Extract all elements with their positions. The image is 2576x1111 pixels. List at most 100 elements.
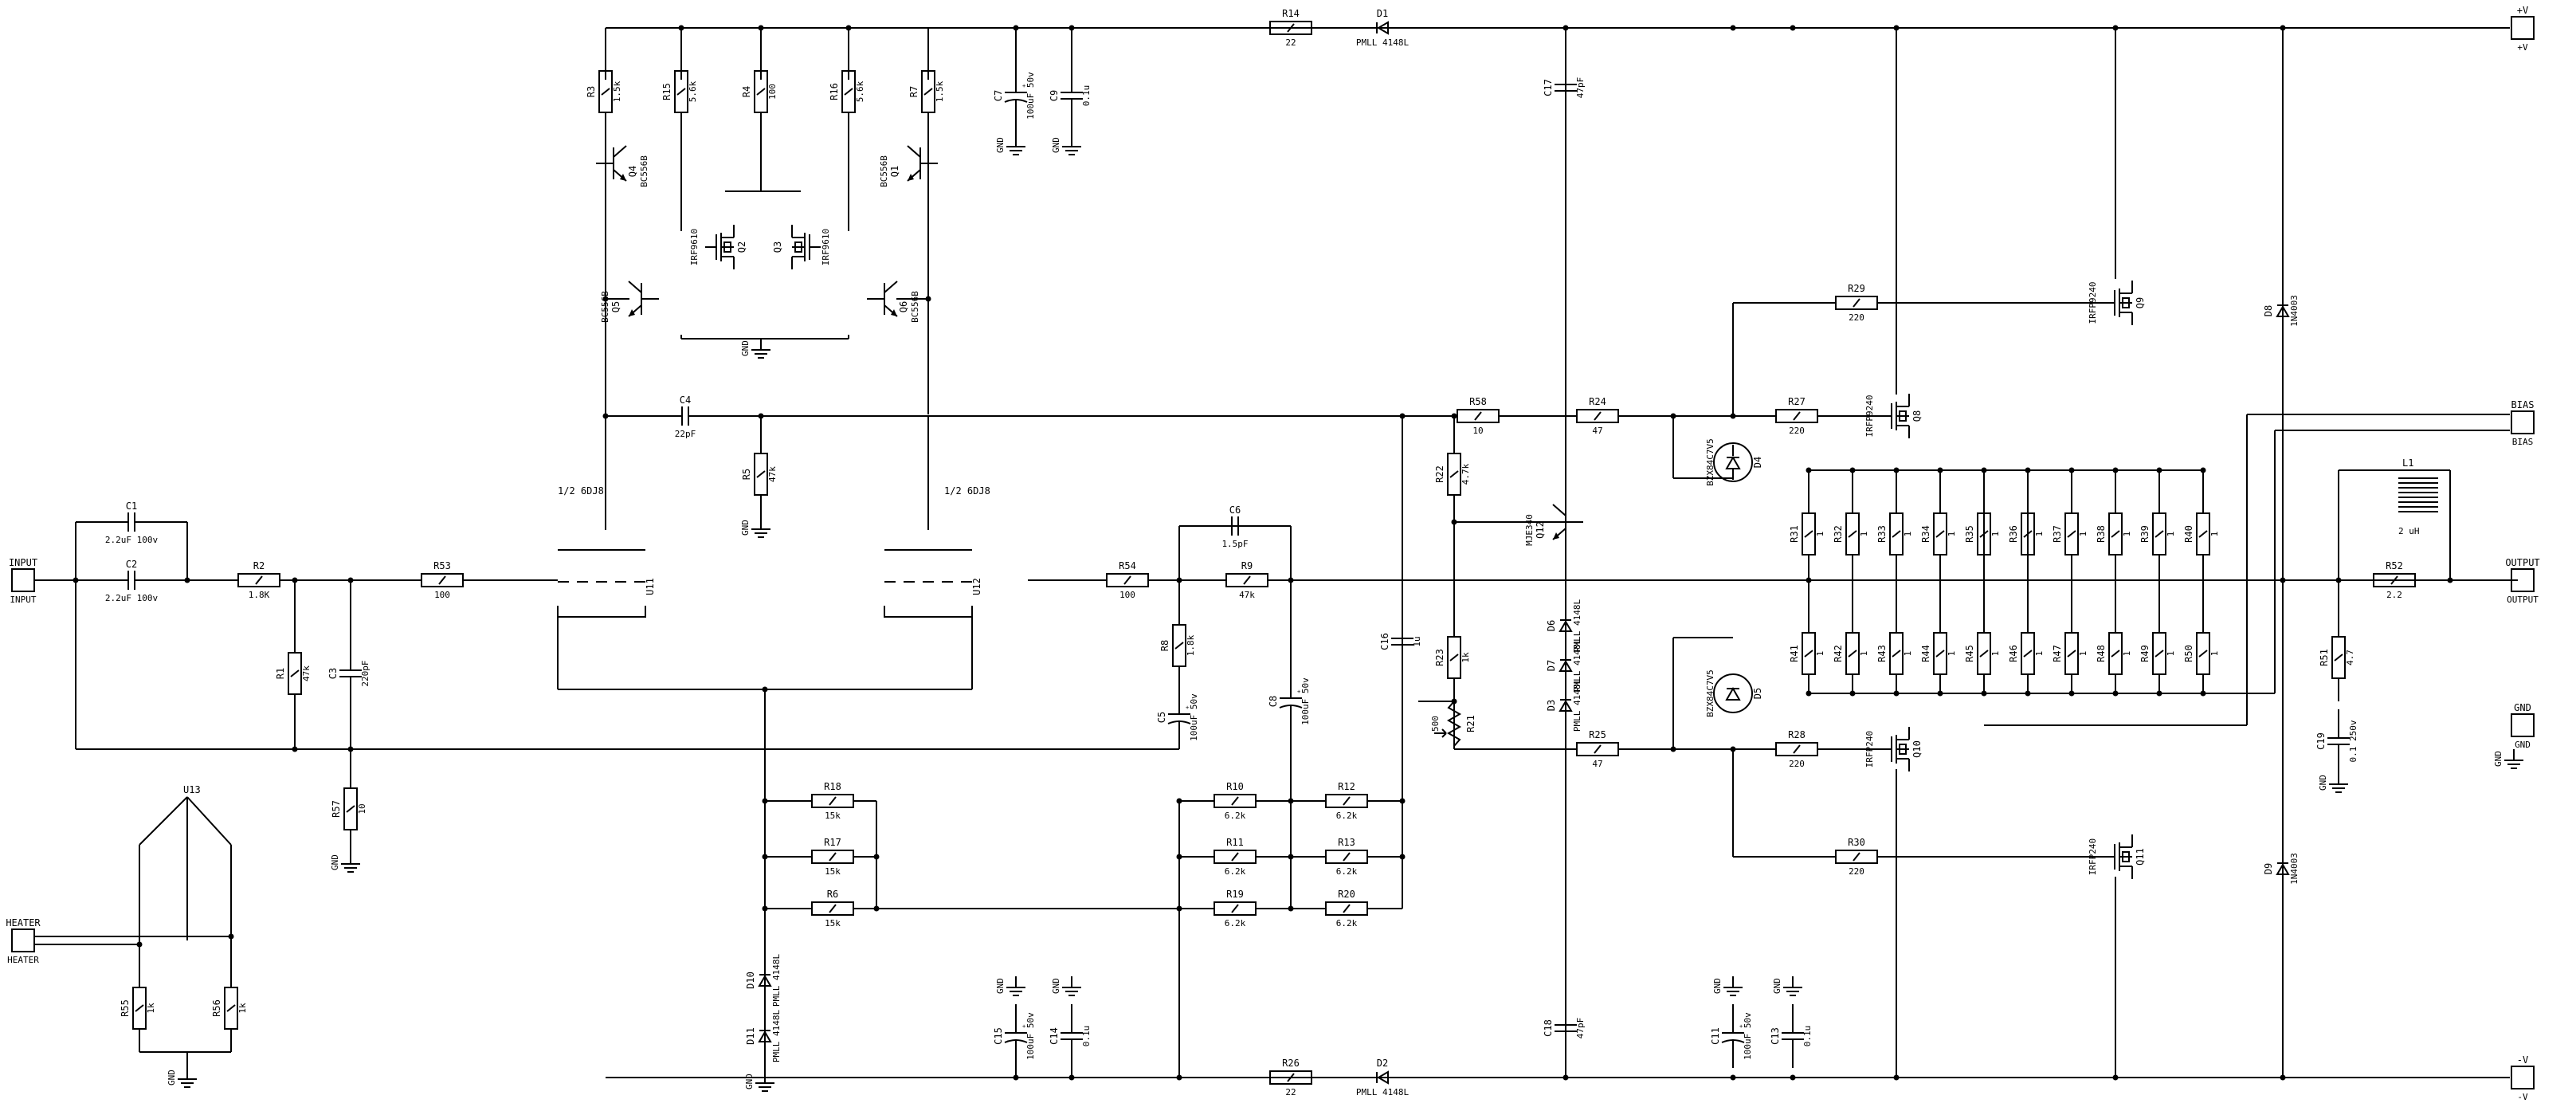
resistor-r47 [2064, 614, 2079, 693]
gnd-label: GND [1772, 978, 1782, 994]
junction-dot [925, 296, 931, 302]
resistor-r39 [2152, 494, 2166, 574]
label-r31: R31 [1789, 525, 1800, 543]
resistor-r26 [1223, 1070, 1359, 1085]
label-d10: D10 [745, 972, 756, 989]
resistor-r13 [1291, 850, 1402, 864]
label-v-r1: 47k [301, 665, 312, 681]
ground-symbol [2329, 773, 2348, 793]
label-v-pwr: 1 [1903, 532, 1913, 537]
label-v-pwr: 1 [2122, 651, 2132, 657]
junction-dot [1893, 1074, 1900, 1081]
label-v-c9: 0.1u [1081, 85, 1092, 107]
label-v-r7: 1.5k [935, 80, 945, 102]
label-r48: R48 [2096, 645, 2107, 662]
junction-dot [2200, 467, 2206, 473]
capacitor-c14 [1061, 1004, 1083, 1068]
resistor-r51 [2331, 614, 2346, 701]
ground-symbol [1006, 976, 1025, 996]
capacitor-c6 [1179, 516, 1291, 536]
junction-dot [1981, 467, 1987, 473]
label-q6: Q6 [898, 301, 909, 312]
label-u11: U11 [645, 578, 656, 595]
resistor-r10 [1179, 794, 1291, 808]
label-v-d4: BZX84C7V5 [1705, 438, 1715, 486]
label-v-r25: 47 [1592, 759, 1602, 769]
label-v-c19: 0.1 250v [2348, 720, 2358, 762]
junction-dot [1562, 1074, 1569, 1081]
resistor-r37 [2064, 494, 2079, 574]
label-r58: R58 [1469, 396, 1487, 407]
ground-symbol [755, 1072, 774, 1092]
resistor-r35 [1977, 494, 1991, 574]
resistor-r40 [2196, 494, 2210, 574]
label-v-r23: 1k [1461, 652, 1471, 663]
junction-dot [2068, 467, 2075, 473]
mosfet-q8 [1880, 394, 1910, 438]
label-r27: R27 [1788, 396, 1806, 407]
label-v-r52: 2.2 [2386, 590, 2402, 600]
label-v-pwr: 1 [1815, 651, 1825, 657]
label-v-r9: 47k [1239, 590, 1255, 600]
label-r54: R54 [1119, 560, 1136, 571]
label-r22: R22 [1434, 465, 1445, 483]
label-d1: D1 [1377, 8, 1388, 19]
label-v-q10: IRFP240 [1864, 731, 1875, 767]
label-r10: R10 [1226, 781, 1244, 792]
label-q1: Q1 [889, 166, 900, 177]
mosfet-q2 [705, 225, 735, 269]
junction-dot [1806, 467, 1812, 473]
gnd-label: GND [2318, 775, 2328, 791]
label-r28: R28 [1788, 729, 1806, 740]
label-v-r19: 6.2k [1225, 918, 1246, 928]
resistor-r55 [132, 964, 147, 1052]
junction-dot [1068, 25, 1075, 31]
diode-d7 [1559, 646, 1573, 685]
label-c7: C7 [993, 90, 1004, 101]
resistor-r12 [1291, 794, 1402, 808]
label-v-r8: 1.8k [1186, 634, 1196, 656]
label-d5: D5 [1752, 688, 1763, 699]
label-r7: R7 [908, 86, 919, 97]
label-r18: R18 [824, 781, 841, 792]
capacitor-c11 [1721, 1004, 1745, 1068]
gnd-label: GND [740, 340, 751, 356]
label-v-d11: PMLL 4148L [771, 1010, 782, 1063]
resistor-r18 [789, 794, 876, 808]
gnd-label: GND [1712, 978, 1723, 994]
label-u13: U13 [183, 784, 201, 795]
label-r2: R2 [253, 560, 265, 571]
connector-heater [11, 928, 35, 952]
resistor-r7 [921, 48, 935, 135]
label-r21: R21 [1465, 715, 1476, 732]
label-v-r51: 4.7 [2345, 650, 2355, 665]
ground-symbol [1783, 976, 1802, 996]
label-c14: C14 [1049, 1027, 1060, 1045]
resistor-r38 [2108, 494, 2123, 574]
label-v-q1: BC556B [879, 155, 889, 187]
label-r39: R39 [2139, 525, 2151, 543]
junction-dot [2280, 577, 2286, 583]
resistor-r31 [1802, 494, 1816, 574]
zener-d5 [1713, 673, 1753, 713]
label-bias-bottom: BIAS [2512, 437, 2534, 447]
junction-dot [2280, 1074, 2286, 1081]
junction-dot [292, 746, 298, 752]
junction-dot [136, 941, 143, 948]
label-c8: C8 [1268, 696, 1279, 707]
capacitor-c8 [1279, 654, 1303, 749]
label-v-pwr: 1 [2122, 532, 2132, 537]
label-v-r29: 220 [1849, 312, 1864, 323]
label-v-c17: 47pF [1575, 77, 1586, 99]
label-d7: D7 [1546, 660, 1557, 671]
junction-dot [1849, 467, 1856, 473]
resistor-r5 [754, 430, 768, 518]
label-v-r26: 22 [1285, 1087, 1296, 1097]
mosfet-q11 [2104, 834, 2133, 879]
tube-u12 [884, 549, 973, 618]
label-v-r27: 220 [1789, 426, 1805, 436]
label-r15: R15 [661, 83, 672, 100]
label-r20: R20 [1338, 889, 1355, 900]
